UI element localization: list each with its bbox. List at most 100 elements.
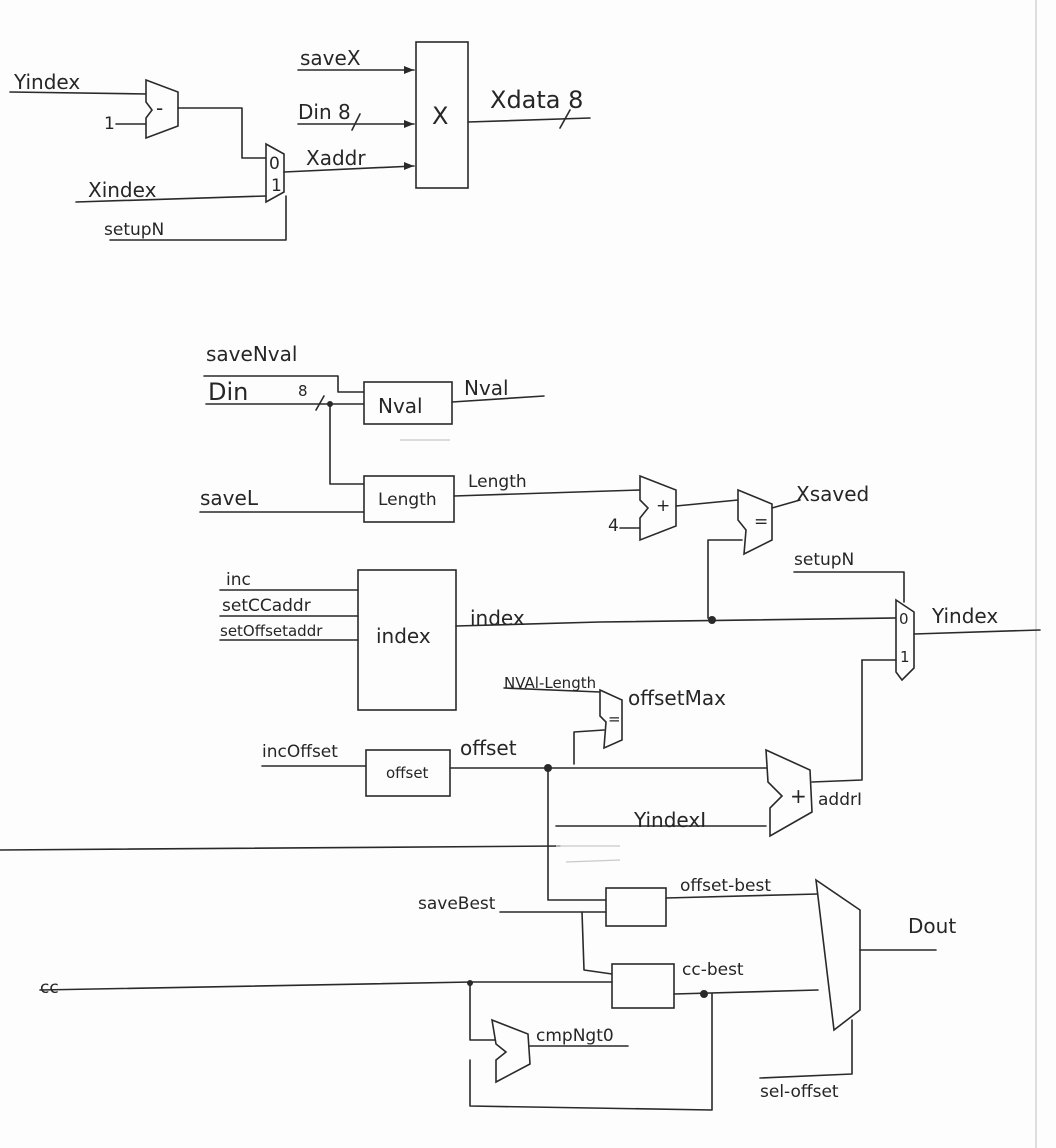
bus-slash-xdata	[559, 109, 571, 129]
junction-index	[708, 616, 716, 624]
label-addrI: addrI	[818, 790, 863, 810]
label-incOffset: incOffset	[262, 742, 338, 762]
label-saveNval: saveNval	[206, 342, 298, 366]
subtractor-block	[145, 78, 179, 140]
label-yindexI: YindexI	[634, 808, 707, 832]
junction-cc-best	[700, 990, 708, 998]
label-x-memory: X	[432, 102, 449, 130]
wire-yindex	[9, 91, 149, 95]
label-mux0-bottom: 0	[899, 610, 909, 628]
label-offset-best: offset-best	[680, 876, 772, 896]
label-saveL: saveL	[200, 486, 258, 510]
label-xdata: Xdata 8	[490, 86, 584, 114]
wire-din-to-length	[329, 403, 365, 485]
label-four: 4	[608, 516, 619, 536]
wire-offset-to-cmp	[573, 729, 605, 765]
label-din-top: Din 8	[298, 100, 351, 124]
wire-addrI	[811, 659, 863, 783]
wire-setupN	[109, 195, 287, 241]
label-offset-reg: offset	[386, 764, 429, 782]
label-mux1-bottom: 1	[900, 648, 910, 666]
bottom-circuit	[39, 375, 1041, 1111]
wire-setupN-bottom	[793, 571, 905, 603]
top-mux	[265, 142, 285, 204]
output-mux	[814, 878, 861, 1032]
wire-saveNval	[203, 375, 365, 393]
label-xsaved: Xsaved	[796, 482, 870, 506]
wire-offset-best-out	[665, 893, 819, 899]
label-minus: -	[156, 96, 164, 120]
label-setupN-bottom: setupN	[794, 550, 855, 570]
label-cmpNgt0: cmpNgt0	[536, 1026, 614, 1046]
label-equals: =	[754, 512, 769, 532]
wire-cc-best-out	[673, 989, 819, 995]
wire-yindex-out	[913, 629, 1041, 635]
adder-plus-four	[639, 474, 677, 542]
label-offsetMax: offsetMax	[628, 686, 726, 710]
wire-xdata	[467, 117, 591, 123]
label-setupN-in: setupN	[104, 220, 165, 240]
label-equals-offsetmax: =	[608, 710, 621, 728]
comparator-offsetmax	[599, 688, 623, 750]
index-register	[357, 569, 457, 711]
top-circuit	[9, 41, 591, 241]
label-plus-addrI: +	[790, 784, 807, 808]
label-one: 1	[104, 114, 115, 134]
label-xaddr: Xaddr	[306, 146, 366, 170]
arrow-saveX	[404, 66, 414, 74]
wire-nval-out	[451, 395, 545, 403]
wire-saveBest-to-cc	[581, 911, 613, 975]
page-divider-line	[0, 845, 561, 851]
label-index-reg: index	[376, 624, 431, 648]
label-bus8: 8	[298, 382, 308, 400]
wire-loop-feedback	[469, 993, 713, 1111]
wire-index-to-cmp	[707, 539, 743, 619]
adder-addrI	[765, 748, 813, 838]
wire-sub-to-mux	[177, 107, 267, 159]
comparator-xsaved	[737, 488, 773, 556]
wire-cc-to-cmp	[469, 982, 497, 1041]
label-dout: Dout	[908, 914, 957, 938]
faint-mark-3	[565, 859, 621, 863]
label-sel-offset: sel-offset	[760, 1082, 839, 1102]
bus-slash-din	[351, 113, 361, 131]
wire-offset-to-best	[547, 767, 607, 901]
wire-cc	[39, 981, 613, 991]
label-index-out: index	[470, 606, 525, 630]
label-setCCaddr: setCCaddr	[222, 596, 311, 616]
label-cc: cc	[40, 978, 59, 998]
label-length-out: Length	[468, 472, 527, 492]
label-saveBest: saveBest	[418, 894, 496, 914]
cc-best-register	[611, 963, 675, 1009]
arrow-xaddr	[404, 162, 414, 170]
arrow-din	[404, 120, 414, 128]
label-setOffsetaddr: setOffsetaddr	[220, 622, 323, 640]
wire-sel-offset	[759, 1019, 853, 1079]
label-offset-out: offset	[460, 736, 517, 760]
label-length-reg: Length	[378, 490, 437, 510]
wire-index-out	[455, 617, 897, 627]
comparator-cmpNgt0	[490, 1018, 531, 1084]
label-mux0-top: 0	[269, 154, 280, 174]
label-inc: inc	[226, 570, 251, 590]
bus-slash-din-bottom	[315, 395, 325, 411]
label-yindex-in: Yindex	[14, 70, 81, 94]
wire-nval-length	[503, 687, 601, 693]
label-yindex-out: Yindex	[932, 604, 999, 628]
label-din-bottom: Din	[208, 378, 249, 406]
wire-adder-to-cmp	[675, 499, 739, 507]
wire-length-out	[453, 489, 641, 497]
label-xindex-in: Xindex	[88, 178, 157, 202]
label-nval-out: Nval	[464, 376, 509, 400]
label-saveX: saveX	[300, 46, 361, 70]
label-nval-reg: Nval	[378, 394, 423, 418]
label-mux1-top: 1	[271, 176, 282, 196]
nval-register	[363, 381, 453, 425]
label-nval-minus-length: NVAl-Length	[504, 674, 597, 692]
x-memory-block	[415, 41, 469, 189]
label-plus: +	[656, 496, 671, 516]
wire-xsaved	[771, 499, 801, 509]
wire-xindex	[75, 195, 267, 203]
